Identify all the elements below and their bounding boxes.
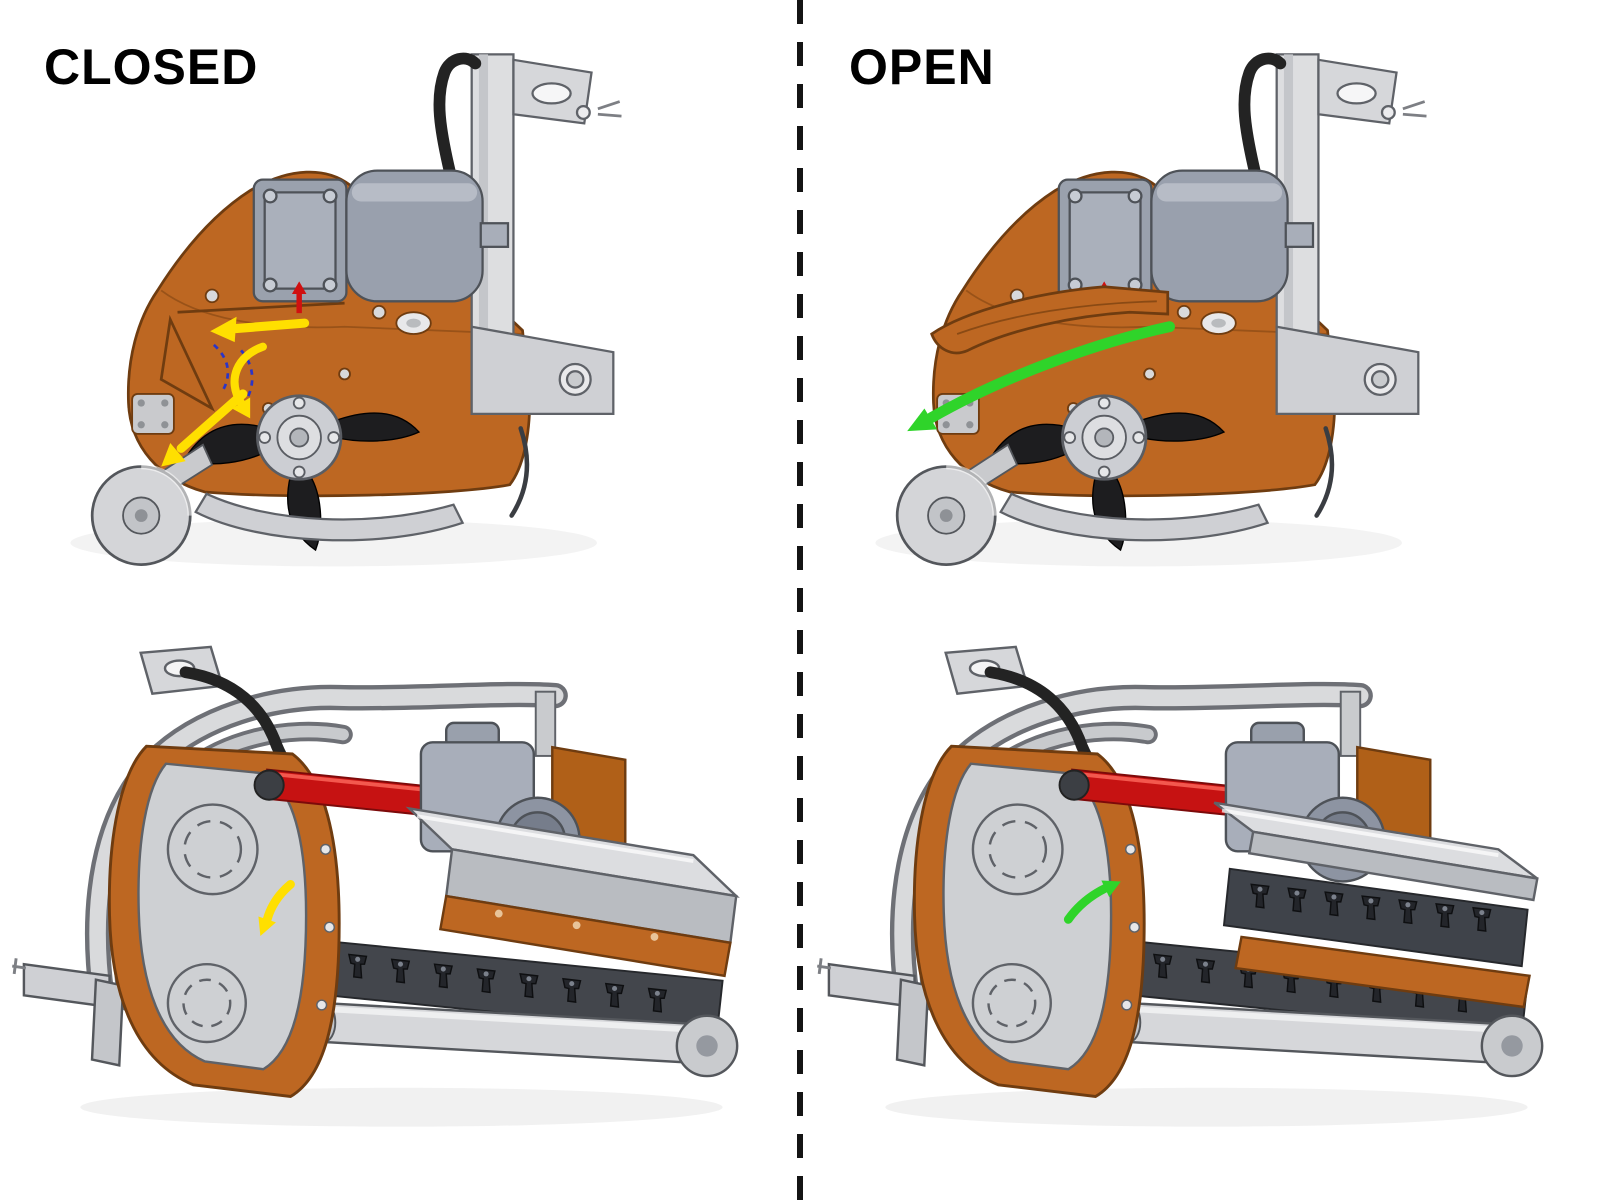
mower-side-view	[70, 54, 621, 566]
iso-view-closed	[12, 645, 752, 1151]
state-label-open: OPEN	[849, 39, 995, 95]
mower-iso-view	[817, 647, 1542, 1127]
panel-closed: CLOSED	[0, 0, 795, 1200]
state-label-closed: CLOSED	[44, 39, 259, 95]
iso-view-open	[817, 645, 1557, 1151]
side-view-open	[830, 18, 1520, 581]
panel-divider	[797, 0, 803, 1200]
panel-open: OPEN	[805, 0, 1600, 1200]
side-view-closed	[25, 18, 715, 581]
